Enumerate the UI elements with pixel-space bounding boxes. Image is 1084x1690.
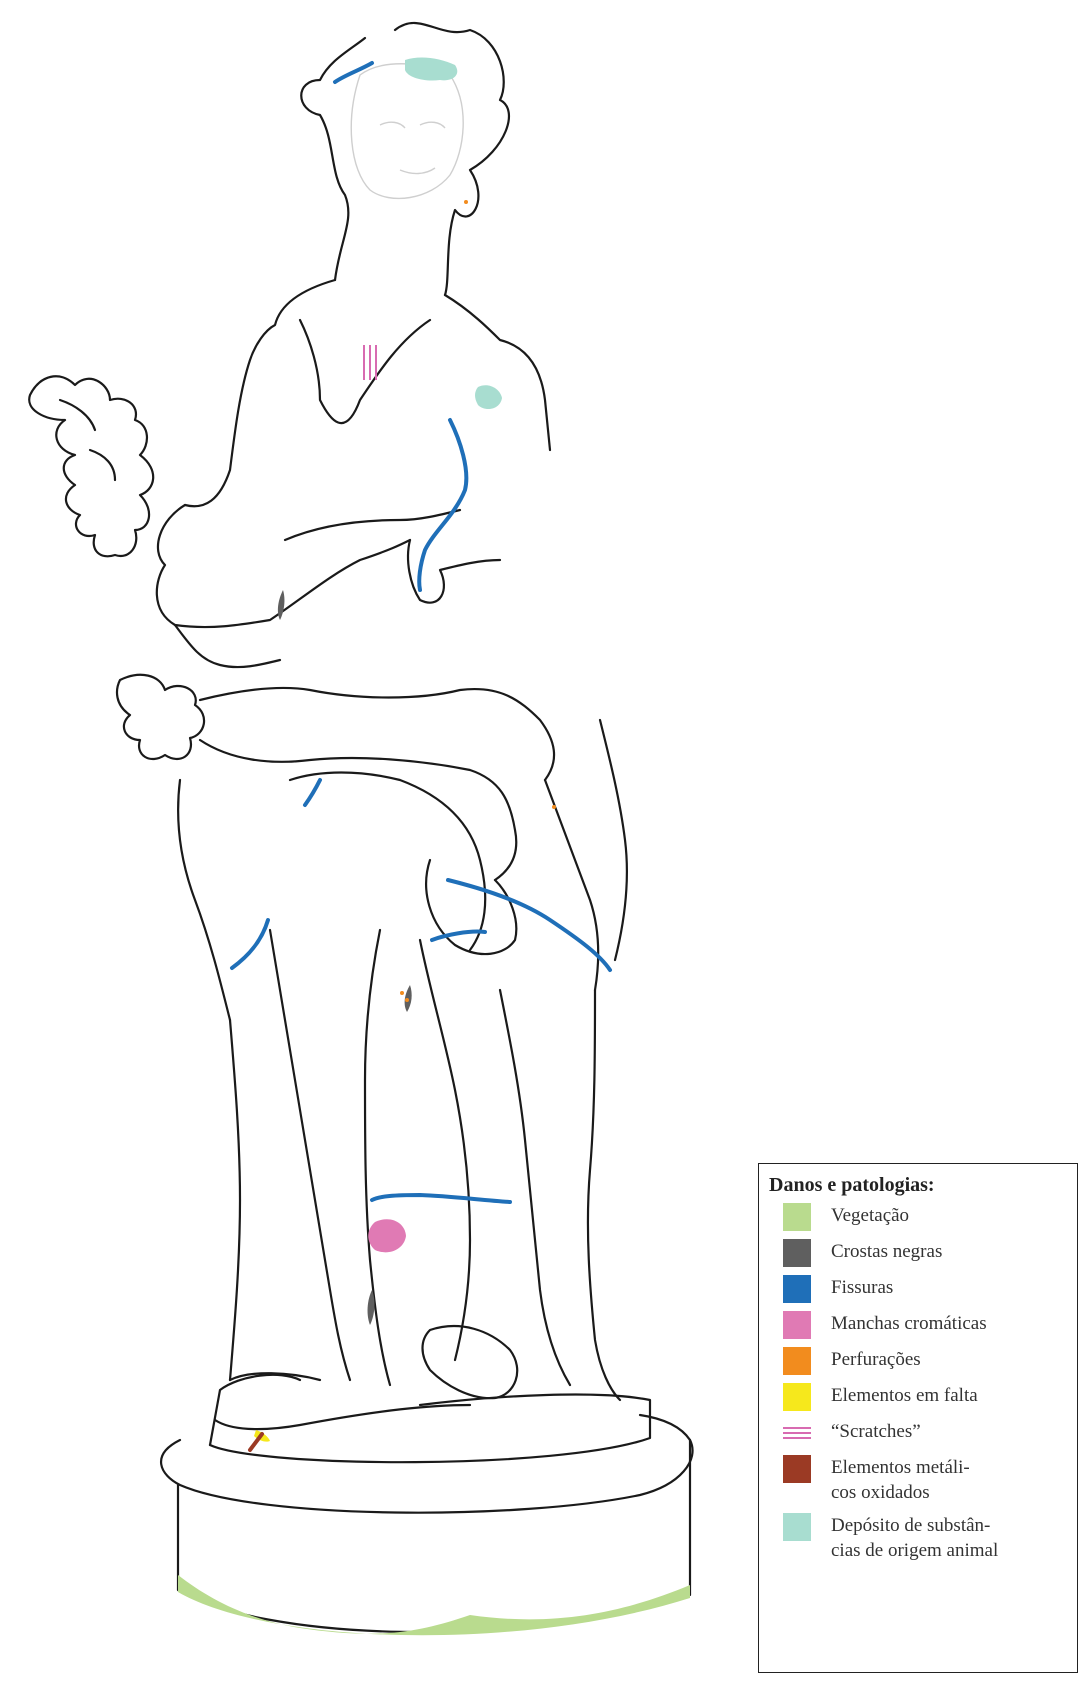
legend-swatch-deposito — [783, 1513, 811, 1541]
legend-item-vegetacao: Vegetação — [783, 1203, 1069, 1231]
legend-swatch-perfuracoes — [783, 1347, 811, 1375]
legend-title: Danos e patologias: — [769, 1174, 1069, 1197]
fissures — [232, 63, 610, 1202]
statue-outline — [29, 23, 627, 1400]
legend-swatch-scratches — [783, 1419, 811, 1447]
plinth — [161, 1375, 692, 1635]
legend-swatch-falta — [783, 1383, 811, 1411]
scratches — [364, 345, 376, 380]
legend-swatch-fissuras — [783, 1275, 811, 1303]
black-crust-1 — [278, 590, 285, 620]
legend-label-manchas: Manchas cromáticas — [831, 1311, 987, 1336]
legend-swatch-crostas — [783, 1239, 811, 1267]
legend-swatch-manchas — [783, 1311, 811, 1339]
legend-item-perfuracoes: Perfurações — [783, 1347, 1069, 1375]
black-crust-3 — [368, 1290, 375, 1325]
legend-label-fissuras: Fissuras — [831, 1275, 893, 1300]
legend-item-scratches: “Scratches” — [783, 1419, 1069, 1447]
legend-item-deposito: Depósito de substân- cias de origem anim… — [783, 1513, 1069, 1563]
legend-label-crostas: Crostas negras — [831, 1239, 942, 1264]
vegetation-patch — [178, 1575, 690, 1635]
legend-item-crostas: Crostas negras — [783, 1239, 1069, 1267]
legend-label-scratches: “Scratches” — [831, 1419, 921, 1444]
legend-label-deposito: Depósito de substân- cias de origem anim… — [831, 1513, 998, 1563]
legend-item-fissuras: Fissuras — [783, 1275, 1069, 1303]
deposit-shoulder — [475, 385, 502, 409]
legend-swatch-vegetacao — [783, 1203, 811, 1231]
legend-item-manchas: Manchas cromáticas — [783, 1311, 1069, 1339]
chromatic-stain — [368, 1219, 406, 1252]
legend-item-falta: Elementos em falta — [783, 1383, 1069, 1411]
legend-swatch-metalicos — [783, 1455, 811, 1483]
legend-label-falta: Elementos em falta — [831, 1383, 978, 1408]
legend-item-metalicos: Elementos metáli- cos oxidados — [783, 1455, 1069, 1505]
deposit-head — [405, 58, 457, 81]
legend-label-vegetacao: Vegetação — [831, 1203, 909, 1228]
legend-label-metalicos: Elementos metáli- cos oxidados — [831, 1455, 970, 1505]
legend-label-perfuracoes: Perfurações — [831, 1347, 921, 1372]
